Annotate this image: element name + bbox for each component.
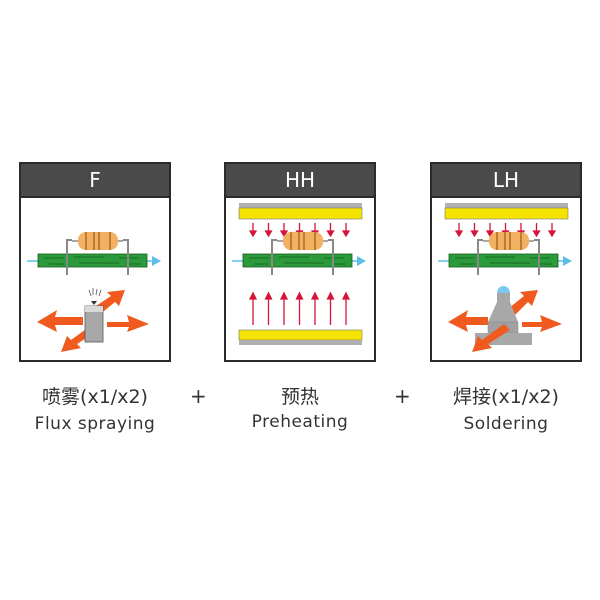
step-panel-solder: LH bbox=[430, 162, 582, 362]
solder-illustration bbox=[437, 202, 573, 352]
step-panel-flux: F bbox=[19, 162, 171, 362]
step-title-cn: 预热 bbox=[280, 386, 319, 408]
step-title-en: Soldering bbox=[463, 414, 549, 434]
preheat-illustration bbox=[231, 202, 367, 345]
step-title-en: Flux spraying bbox=[34, 414, 156, 434]
flux-spray-illustration bbox=[26, 231, 162, 352]
step-code: F bbox=[21, 164, 169, 198]
step-title-en: Preheating bbox=[251, 412, 349, 432]
step-panel-preheat: HH bbox=[224, 162, 376, 362]
plus-separator: + bbox=[190, 384, 207, 408]
step-title-cn: 喷雾(x1/x2) bbox=[42, 386, 148, 408]
step-code: LH bbox=[432, 164, 580, 198]
plus-separator: + bbox=[394, 384, 411, 408]
step-code: HH bbox=[226, 164, 374, 198]
step-title-cn: 焊接(x1/x2) bbox=[453, 386, 559, 408]
